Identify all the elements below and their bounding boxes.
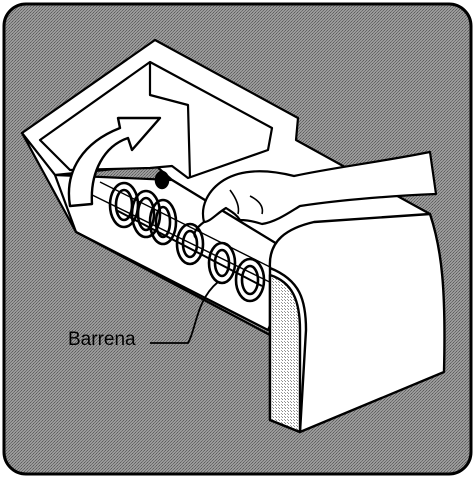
auger-callout-label: Barrena [68, 330, 136, 349]
